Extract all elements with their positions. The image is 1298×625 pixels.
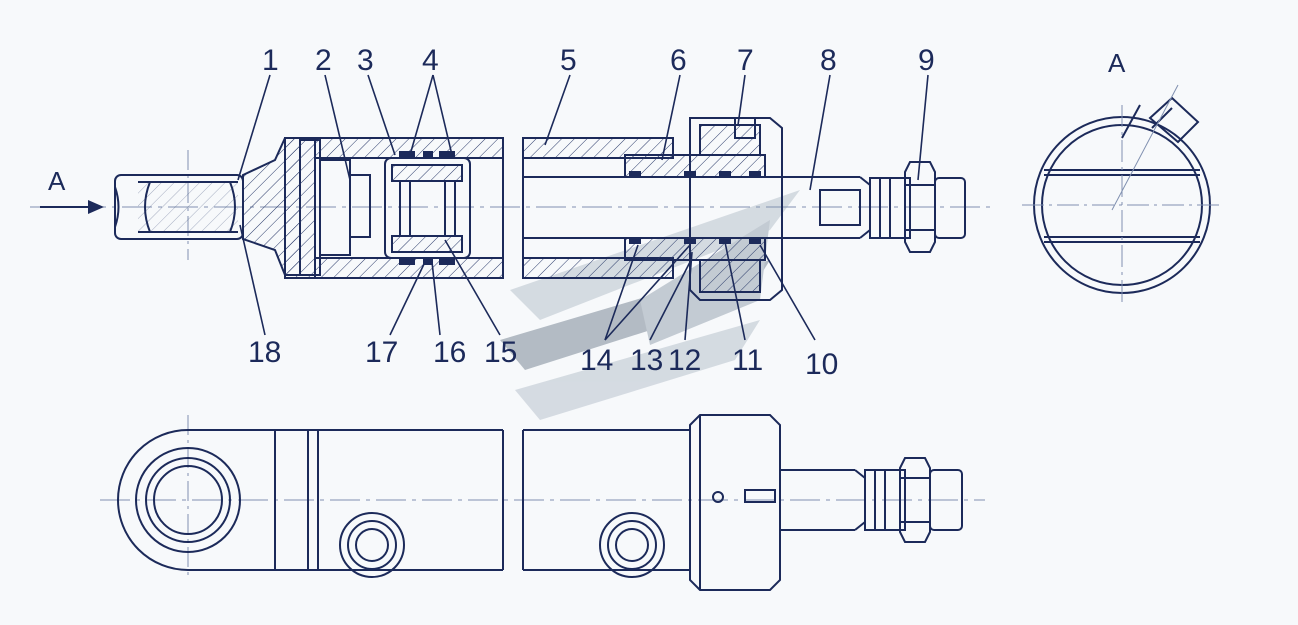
external-view: [100, 414, 985, 591]
callout-12: 12: [668, 344, 701, 377]
callout-3: 3: [357, 44, 374, 77]
callout-10: 10: [805, 348, 838, 381]
view-label: A: [1108, 48, 1126, 78]
section-view: [30, 117, 990, 301]
watermark-logo: [500, 190, 800, 420]
callout-18: 18: [248, 336, 281, 369]
callout-8: 8: [820, 44, 837, 77]
callout-17: 17: [365, 336, 398, 369]
callout-9: 9: [918, 44, 935, 77]
callout-13: 13: [630, 344, 663, 377]
view-arrow: A: [40, 166, 104, 214]
callout-5: 5: [560, 44, 577, 77]
arrow-label: A: [48, 166, 66, 196]
callout-1: 1: [262, 44, 279, 77]
callout-4: 4: [422, 44, 439, 77]
callout-16: 16: [433, 336, 466, 369]
callout-2: 2: [315, 44, 332, 77]
callout-7: 7: [737, 44, 754, 77]
leader-lines: [237, 74, 929, 341]
callout-15: 15: [484, 336, 517, 369]
callout-11: 11: [732, 344, 763, 377]
callout-6: 6: [670, 44, 687, 77]
view-a: [1022, 84, 1222, 305]
callouts: 1 2 3 4 5 6 7 8 9 10 11 12 13 14 15 16 1…: [248, 44, 935, 381]
callout-14: 14: [580, 344, 613, 377]
